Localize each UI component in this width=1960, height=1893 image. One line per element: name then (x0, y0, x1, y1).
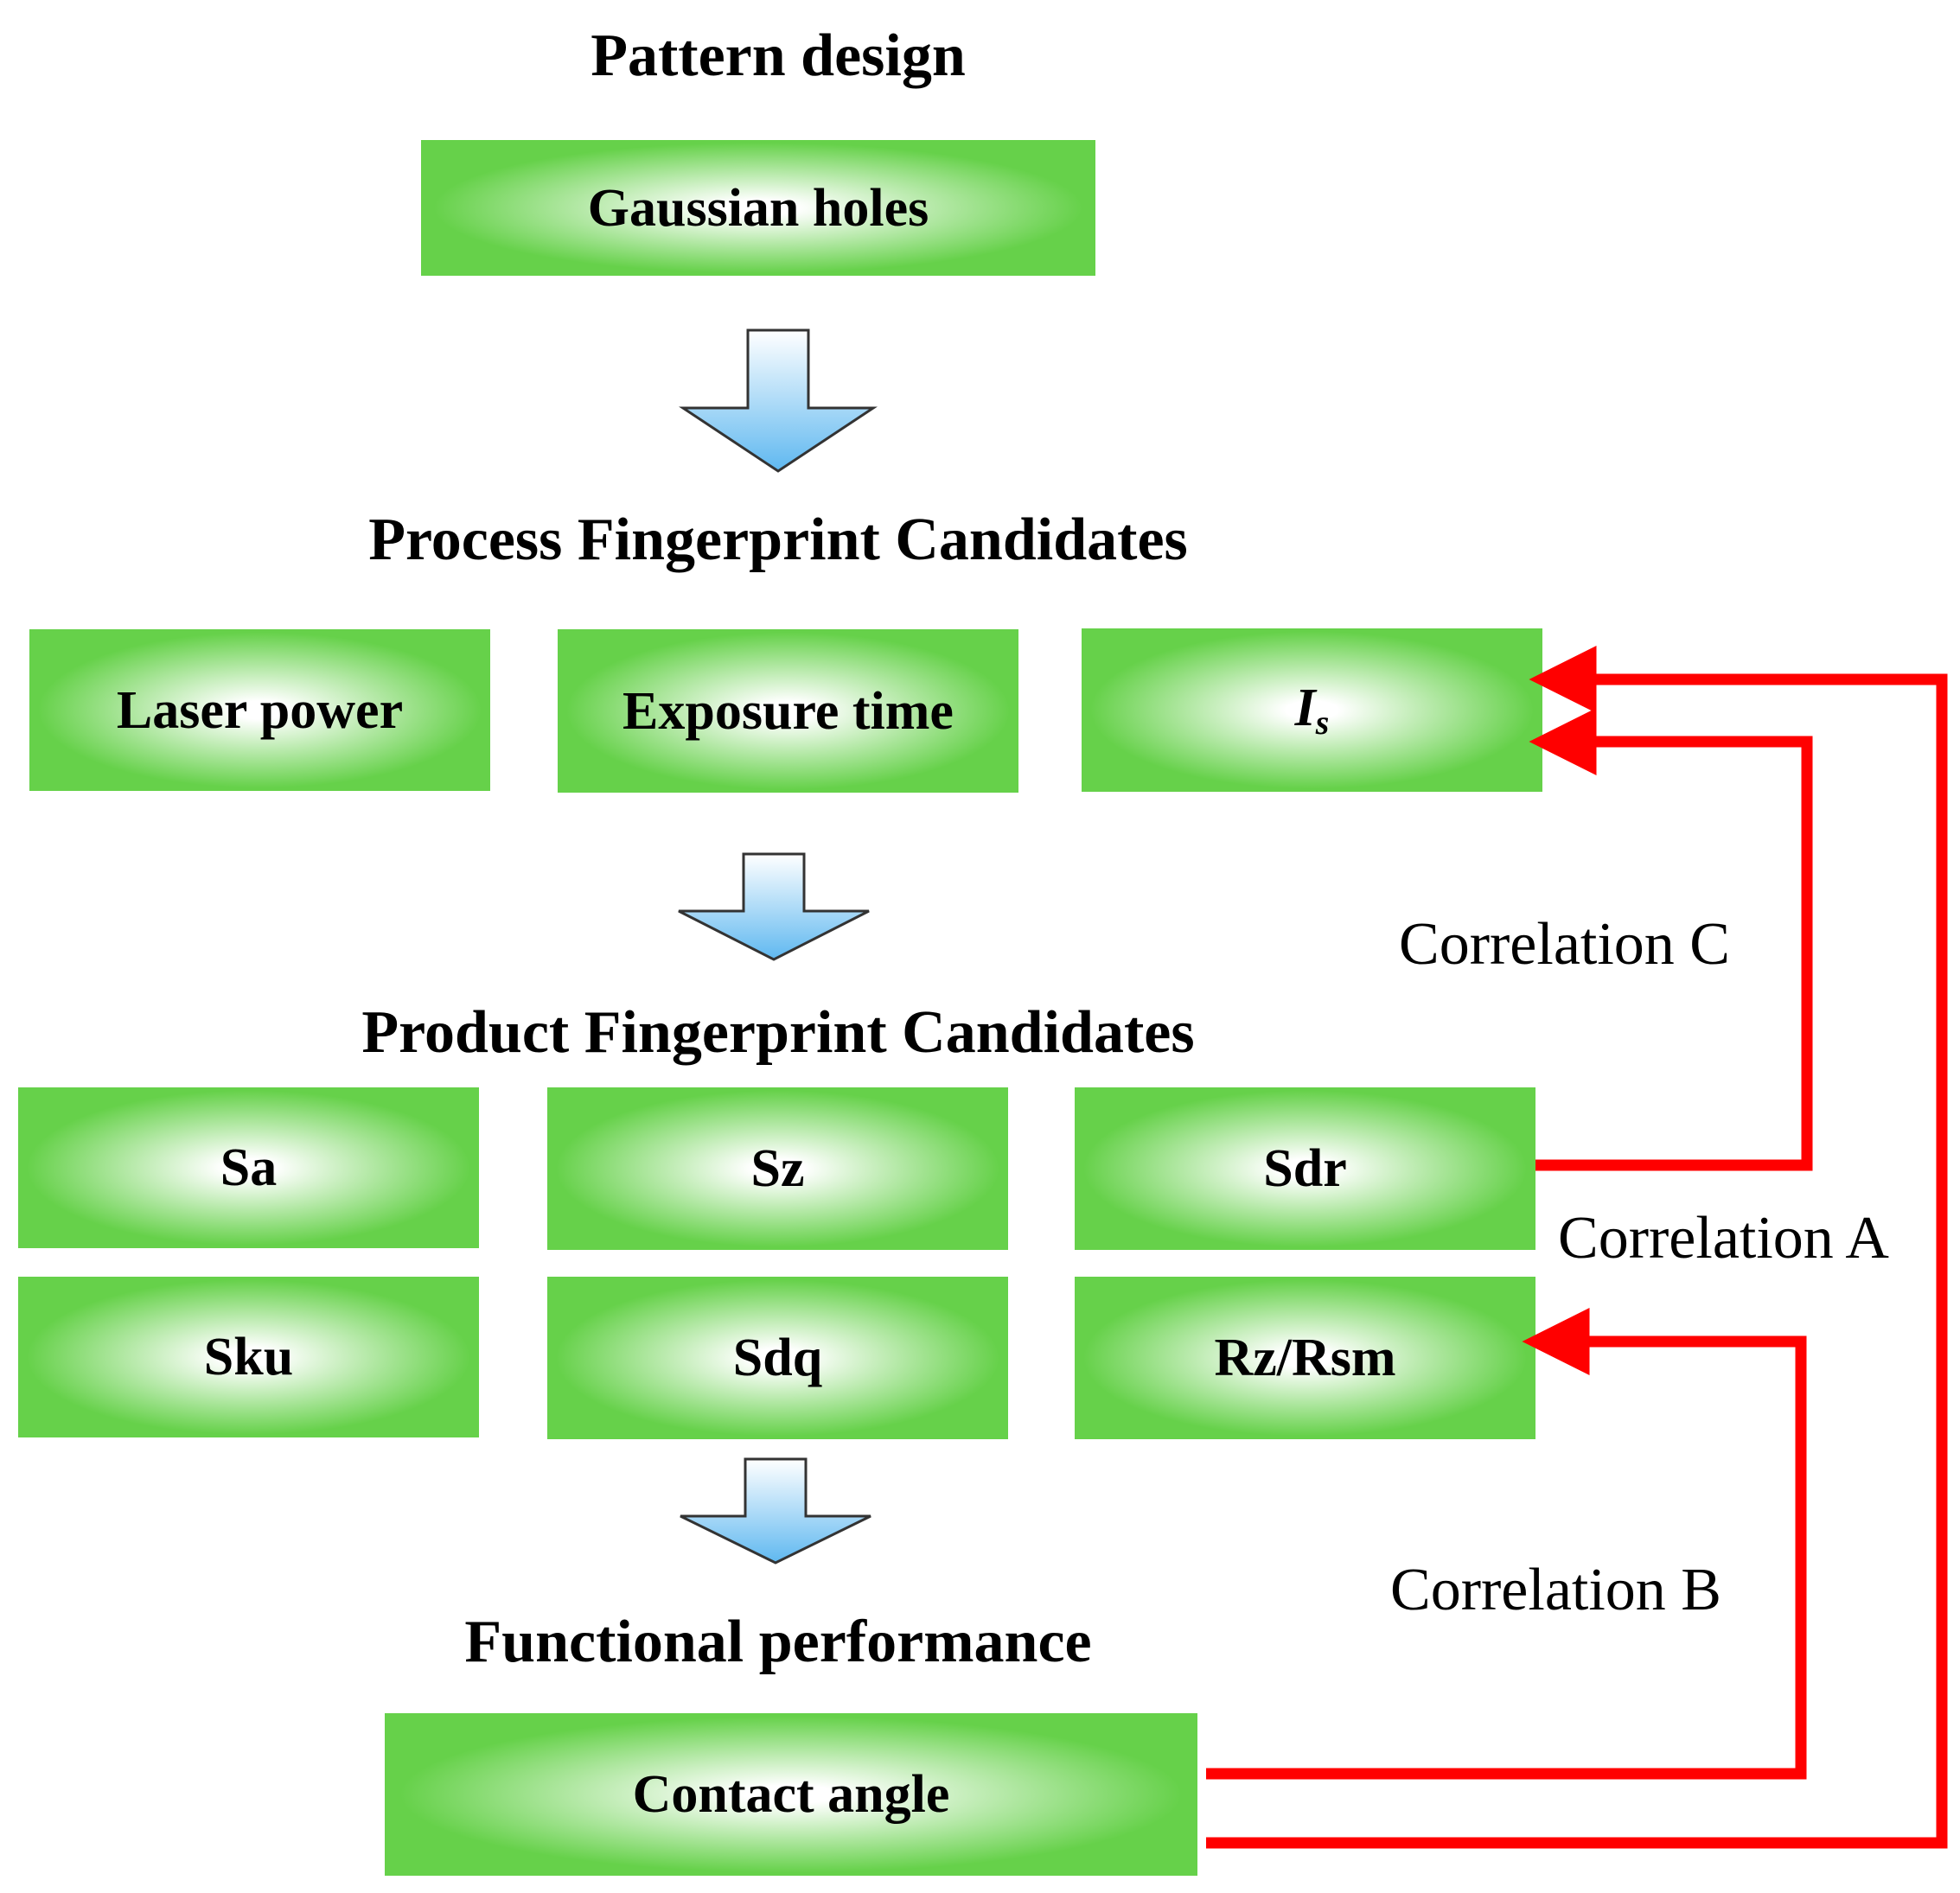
box-sa: Sa (18, 1087, 479, 1248)
flow-arrow-down-3 (680, 1457, 871, 1565)
flow-arrow-down-1 (679, 328, 878, 473)
box-is-label: Is (1295, 681, 1330, 740)
box-gaussian-holes: Gaussian holes (421, 140, 1095, 276)
box-rz-rsm-label: Rz/Rsm (1214, 1329, 1396, 1387)
connector-correlation-c (1529, 708, 1813, 1171)
box-sku: Sku (18, 1277, 479, 1437)
box-sdr-label: Sdr (1263, 1139, 1347, 1198)
box-is: Is (1082, 628, 1542, 792)
box-contact-angle-label: Contact angle (632, 1765, 950, 1824)
box-sdq: Sdq (547, 1277, 1008, 1439)
box-sz: Sz (547, 1087, 1008, 1250)
box-sz-label: Sz (750, 1139, 805, 1198)
flow-arrow-down-2 (678, 852, 870, 961)
box-is-symbol: I (1294, 678, 1316, 737)
connector-correlation-b (1206, 1308, 1807, 1780)
label-correlation-b: Correlation B (1390, 1557, 1721, 1623)
box-is-subscript: s (1315, 702, 1330, 742)
box-rz-rsm: Rz/Rsm (1075, 1277, 1535, 1439)
box-exposure-time-label: Exposure time (622, 681, 954, 741)
heading-product-fingerprint-candidates: Product Fingerprint Candidates (361, 999, 1195, 1066)
connector-correlation-a (1206, 646, 1948, 1849)
label-correlation-c: Correlation C (1399, 911, 1730, 978)
box-sdq-label: Sdq (732, 1329, 823, 1387)
heading-pattern-design: Pattern design (591, 22, 966, 89)
box-sa-label: Sa (220, 1138, 278, 1197)
box-sdr: Sdr (1075, 1087, 1535, 1250)
box-gaussian-holes-label: Gaussian holes (587, 178, 929, 238)
heading-process-fingerprint-candidates: Process Fingerprint Candidates (368, 507, 1188, 573)
label-correlation-a: Correlation A (1558, 1205, 1889, 1272)
box-laser-power-label: Laser power (116, 680, 404, 740)
box-laser-power: Laser power (29, 629, 490, 791)
box-exposure-time: Exposure time (558, 629, 1018, 793)
box-sku-label: Sku (203, 1328, 294, 1386)
box-contact-angle: Contact angle (385, 1713, 1197, 1876)
heading-functional-performance: Functional performance (464, 1609, 1092, 1675)
